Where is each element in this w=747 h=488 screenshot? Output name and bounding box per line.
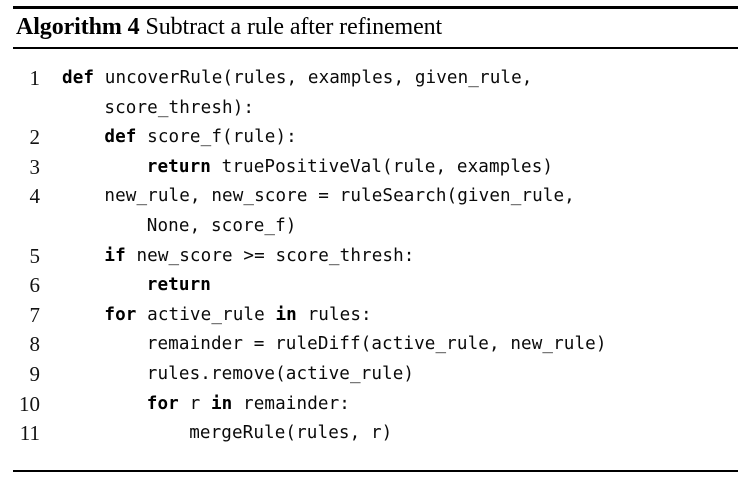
- code-text: truePositiveVal(rule, examples): [210, 156, 554, 177]
- code-text: remainder:: [232, 393, 350, 414]
- code-line: 9 rules.remove(active_rule): [0, 360, 747, 390]
- code-line-text: if new_score >= score_thresh:: [62, 242, 414, 272]
- code-text: rules:: [296, 304, 372, 325]
- code-line-text: mergeRule(rules, r): [62, 419, 392, 449]
- code-line: 4 new_rule, new_score = ruleSearch(given_…: [0, 182, 747, 212]
- code-keyword: in: [210, 393, 233, 414]
- code-keyword: if: [104, 245, 126, 266]
- code-line-number: 6: [29, 273, 41, 298]
- code-keyword: for: [104, 304, 137, 325]
- code-text: mergeRule(rules, r): [189, 423, 393, 444]
- code-keyword: def: [62, 68, 95, 88]
- code-keyword: for: [146, 393, 179, 414]
- code-text: uncoverRule(rules, examples, given_rule,: [94, 68, 533, 88]
- code-text: score_f(rule):: [136, 127, 297, 148]
- code-line-text: def score_f(rule):: [62, 123, 297, 153]
- code-text: new_rule, new_score = ruleSearch(given_r…: [104, 186, 575, 207]
- code-line: 6 return: [0, 271, 747, 301]
- code-line-number: 5: [29, 243, 41, 268]
- code-line-number: 11: [19, 421, 40, 446]
- code-line: 2 def score_f(rule):: [0, 123, 747, 153]
- code-keyword: return: [146, 275, 211, 296]
- code-line-number: 3: [29, 154, 41, 179]
- code-line: 3 return truePositiveVal(rule, examples): [0, 153, 747, 183]
- code-text: rules.remove(active_rule): [146, 363, 415, 384]
- code-line: 5 if new_score >= score_thresh:: [0, 242, 747, 272]
- code-line-text: def uncoverRule(rules, examples, given_r…: [62, 64, 532, 94]
- code-line-text: for r in remainder:: [62, 390, 350, 420]
- code-line-text: return truePositiveVal(rule, examples): [62, 153, 553, 183]
- code-line-text: new_rule, new_score = ruleSearch(given_r…: [62, 182, 575, 212]
- algorithm-header-rule: [13, 47, 738, 49]
- algorithm-bottom-rule: [13, 470, 738, 472]
- code-line: 10 for r in remainder:: [0, 390, 747, 420]
- code-line-number: 8: [29, 332, 41, 357]
- code-line-number: 4: [29, 184, 41, 209]
- code-text: r: [178, 393, 211, 414]
- algorithm-code-body: 1 def uncoverRule(rules, examples, given_…: [0, 64, 747, 449]
- code-text: remainder = ruleDiff(active_rule, new_ru…: [146, 334, 607, 355]
- code-line-number: 10: [19, 391, 40, 416]
- code-keyword: return: [146, 156, 211, 177]
- code-text: active_rule: [136, 304, 276, 325]
- code-line: 8 remainder = ruleDiff(active_rule, new_r…: [0, 330, 747, 360]
- code-line-text: remainder = ruleDiff(active_rule, new_ru…: [62, 330, 607, 360]
- code-text: score_thresh):: [104, 97, 255, 118]
- code-line-number: 9: [29, 361, 41, 386]
- code-text: None, score_f): [146, 215, 297, 236]
- algorithm-top-rule: [13, 6, 738, 9]
- code-line-number: 2: [29, 125, 41, 150]
- code-line-number: 7: [29, 302, 41, 327]
- code-line-text: None, score_f): [62, 212, 297, 242]
- code-line: 7 for active_rule in rules:: [0, 301, 747, 331]
- code-line-text: for active_rule in rules:: [62, 301, 372, 331]
- code-keyword: def: [104, 127, 137, 148]
- algorithm-caption: Algorithm 4 Subtract a rule after refine…: [16, 11, 442, 43]
- code-line-number: 1: [29, 66, 41, 90]
- algorithm-label: Algorithm 4: [16, 14, 140, 40]
- code-keyword: in: [275, 304, 297, 325]
- code-line: score_thresh):: [0, 94, 747, 124]
- code-line: 11 mergeRule(rules, r): [0, 419, 747, 449]
- code-line-text: rules.remove(active_rule): [62, 360, 414, 390]
- algorithm-title: Subtract a rule after refinement: [145, 14, 443, 40]
- code-line: None, score_f): [0, 212, 747, 242]
- code-line-text: score_thresh):: [62, 94, 254, 124]
- code-line: 1 def uncoverRule(rules, examples, given_…: [0, 64, 747, 94]
- code-line-text: return: [62, 271, 211, 301]
- code-text: new_score >= score_thresh:: [125, 245, 415, 266]
